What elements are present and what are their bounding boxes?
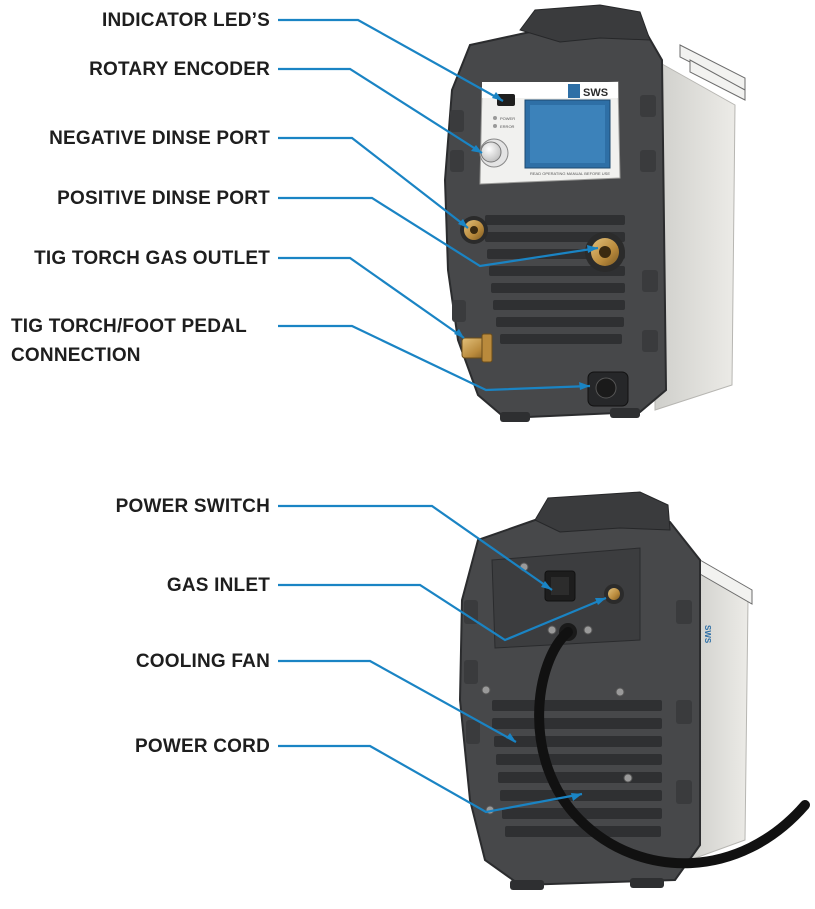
label-positive-dinse-port: POSITIVE DINSE PORT: [57, 185, 270, 212]
label-power-cord: POWER CORD: [135, 733, 270, 760]
label-connection: CONNECTION: [11, 342, 141, 369]
front-welder-unit: SWS POWER ERROR READ OPERATING MANUAL BE…: [445, 5, 745, 422]
sws-logo-mark: [568, 84, 580, 98]
led-error-label: ERROR: [500, 124, 515, 129]
label-indicator-leds: INDICATOR LED’S: [102, 7, 270, 34]
label-power-switch: POWER SWITCH: [116, 493, 270, 520]
front-side-panel: [655, 60, 735, 410]
label-tig-torch-gas-outlet: TIG TORCH GAS OUTLET: [34, 245, 270, 272]
leader-negative-dinse: [278, 138, 468, 228]
front-control-panel: SWS POWER ERROR READ OPERATING MANUAL BE…: [480, 82, 620, 184]
gas-inlet-fitting[interactable]: [604, 584, 624, 604]
rotary-encoder-knob[interactable]: [481, 142, 501, 162]
rear-welder-unit: SWS: [460, 492, 805, 890]
panel-brand: SWS: [583, 87, 608, 99]
led-power: [493, 116, 497, 120]
rear-side-brand: SWS: [703, 625, 712, 644]
label-rotary-encoder: ROTARY ENCODER: [89, 56, 270, 83]
panel-warning-text: READ OPERATING MANUAL BEFORE USE: [530, 171, 610, 176]
led-power-label: POWER: [500, 116, 515, 121]
label-cooling-fan: COOLING FAN: [136, 648, 270, 675]
tig-gas-outlet-fitting[interactable]: [462, 334, 492, 362]
torch-pedal-connector[interactable]: [588, 372, 628, 406]
label-negative-dinse-port: NEGATIVE DINSE PORT: [49, 125, 270, 152]
rear-handle: [535, 492, 670, 532]
led-error: [493, 124, 497, 128]
positive-dinse-port[interactable]: [585, 232, 625, 272]
power-switch[interactable]: [545, 571, 575, 601]
label-tig-torch-foot-pedal: TIG TORCH/FOOT PEDAL: [11, 313, 247, 340]
negative-dinse-port[interactable]: [460, 216, 488, 244]
label-gas-inlet: GAS INLET: [167, 572, 270, 599]
